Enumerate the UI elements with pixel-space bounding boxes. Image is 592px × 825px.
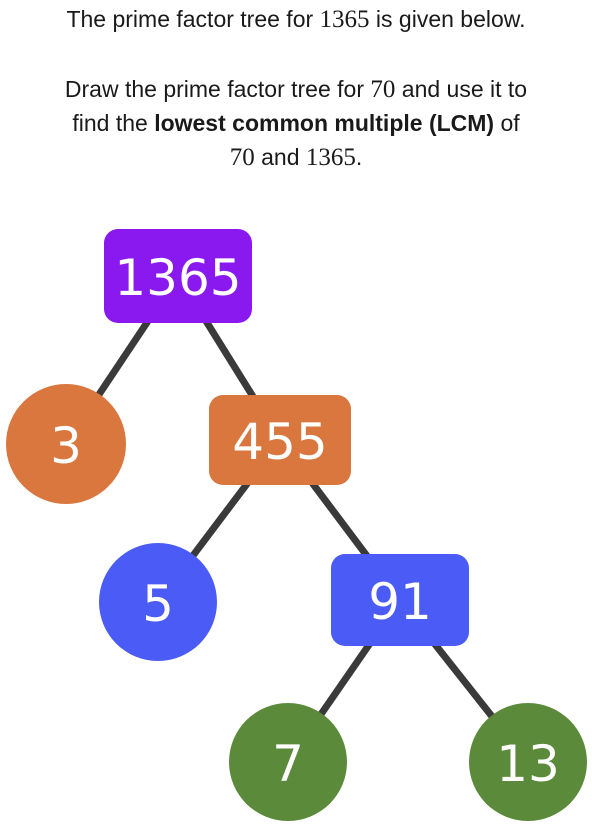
node-circle (99, 543, 217, 661)
question-line-4: 70 and 1365. (0, 140, 592, 175)
node-label: 91 (368, 573, 432, 631)
number-70: 70 (370, 76, 396, 103)
node-label: 455 (232, 413, 327, 471)
tree-node-455: 455 (209, 395, 351, 485)
tree-node-1365: 1365 (104, 229, 252, 323)
node-label: 1365 (114, 249, 241, 307)
tree-node-7: 7 (229, 703, 347, 821)
text-fragment: of (494, 110, 520, 136)
node-box (209, 395, 351, 485)
node-label: 5 (142, 575, 174, 633)
number-70: 70 (229, 144, 255, 171)
node-circle (469, 703, 587, 821)
tree-node-91: 91 (331, 554, 469, 646)
tree-node-3: 3 (6, 384, 126, 504)
node-circle (229, 703, 347, 821)
number-1365: 1365 (319, 6, 370, 33)
node-label: 3 (50, 417, 82, 475)
question-line-2: Draw the prime factor tree for 70 and us… (0, 72, 592, 107)
node-circle (6, 384, 126, 504)
text-fragment: and use it to (395, 76, 528, 102)
node-box (331, 554, 469, 646)
text-fragment: The prime factor tree for (66, 6, 320, 32)
text-fragment: and (254, 144, 306, 170)
tree-node-13: 13 (469, 703, 587, 821)
node-label: 7 (272, 735, 304, 793)
question-line-1: The prime factor tree for 1365 is given … (0, 2, 592, 37)
number-1365: 1365 (305, 144, 356, 171)
text-fragment: is given below. (369, 6, 526, 32)
text-fragment: find the (72, 110, 155, 136)
lcm-emphasis: lowest common multiple (LCM) (154, 110, 495, 136)
node-box (104, 229, 252, 323)
text-fragment: . (355, 144, 363, 170)
question-line-3: find the lowest common multiple (LCM) of (0, 106, 592, 140)
text-fragment: Draw the prime factor tree for (64, 76, 371, 102)
tree-node-5: 5 (99, 543, 217, 661)
node-label: 13 (496, 735, 560, 793)
